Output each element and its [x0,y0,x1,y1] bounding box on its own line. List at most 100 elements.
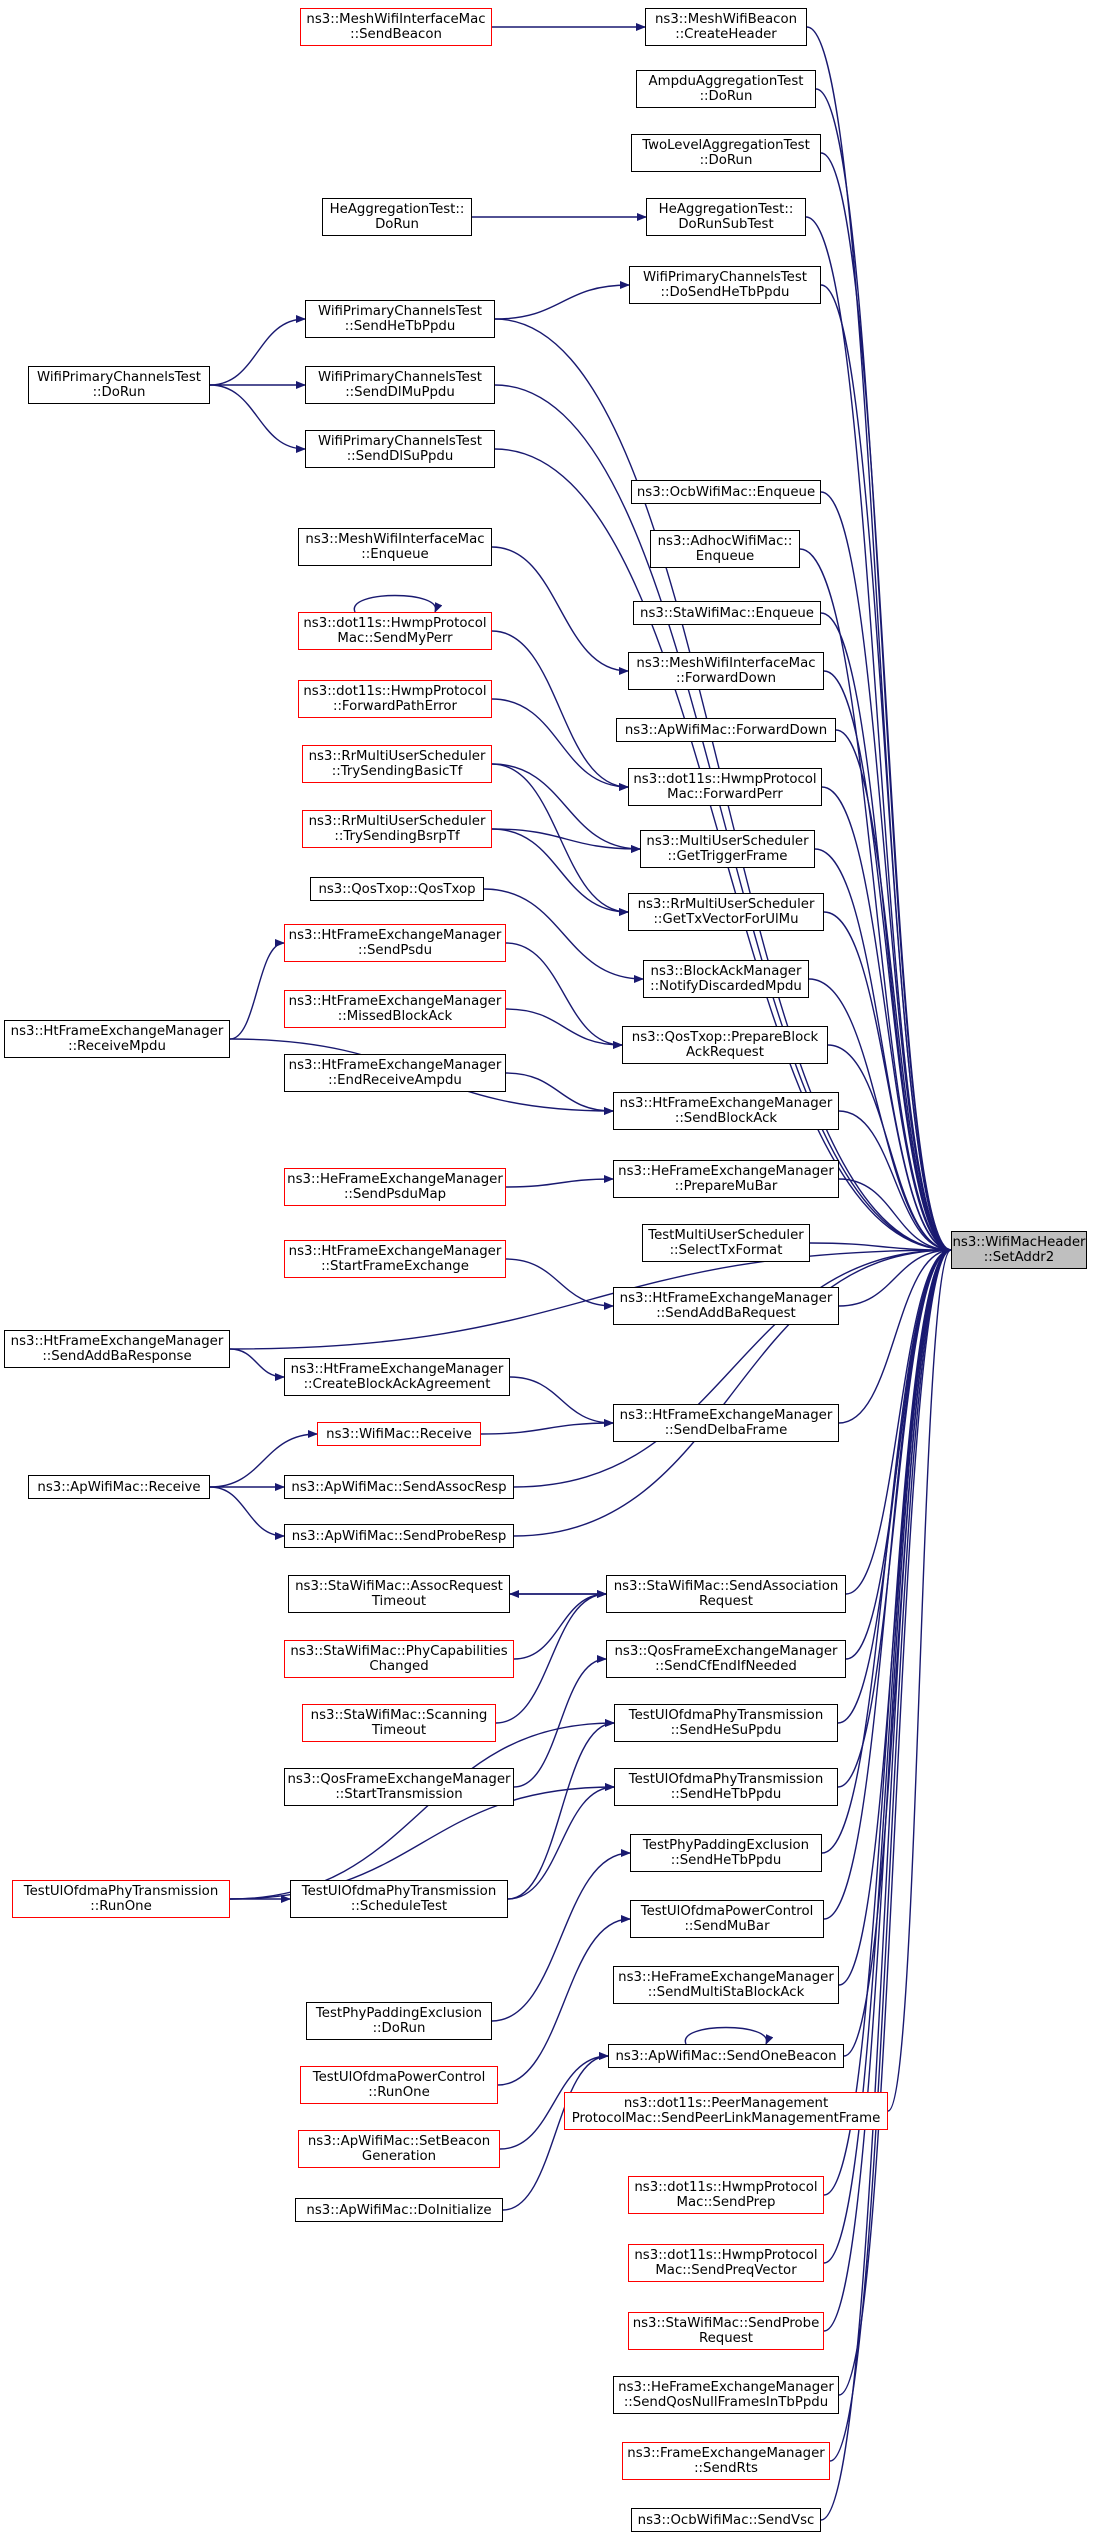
root-node[interactable]: ns3::WifiMacHeader::SetAddr2 [951,1231,1087,1269]
node-label: ns3::MeshWifiInterfaceMac [305,532,485,547]
graph-node[interactable]: ns3::MeshWifiBeacon::CreateHeader [645,8,807,46]
graph-node[interactable]: ns3::HeFrameExchangeManager::SendMultiSt… [613,1966,839,2004]
graph-node[interactable]: TestPhyPaddingExclusion::DoRun [306,2002,492,2040]
graph-node[interactable]: ns3::ApWifiMac::ForwardDown [616,718,836,742]
graph-node[interactable]: ns3::HtFrameExchangeManager::ReceiveMpdu [4,1020,230,1058]
graph-node[interactable]: ns3::FrameExchangeManager::SendRts [622,2442,830,2480]
node-label: ::SendDelbaFrame [664,1423,788,1438]
graph-node[interactable]: ns3::OcbWifiMac::Enqueue [631,480,821,504]
call-edge [820,284,952,1254]
graph-node[interactable]: ns3::HtFrameExchangeManager::CreateBlock… [284,1358,510,1396]
graph-node[interactable]: ns3::MeshWifiInterfaceMac::Enqueue [298,528,492,566]
node-label: ns3::dot11s::HwmpProtocol [634,2180,818,2195]
node-label: ::MissedBlockAck [337,1009,453,1024]
graph-node[interactable]: ns3::HtFrameExchangeManager::SendDelbaFr… [613,1404,839,1442]
call-edge [229,1246,952,1350]
graph-node[interactable]: TestUlOfdmaPhyTransmission::RunOne [12,1880,230,1918]
graph-node[interactable]: ns3::StaWifiMac::Enqueue [633,601,821,625]
call-edge [507,1783,615,1900]
graph-node[interactable]: HeAggregationTest::DoRunSubTest [646,198,806,236]
node-label: ns3::MeshWifiInterfaceMac [636,656,816,671]
graph-node[interactable]: ns3::MeshWifiInterfaceMac::SendBeacon [300,8,492,46]
graph-node[interactable]: ns3::MultiUserScheduler::GetTriggerFrame [640,830,815,868]
node-label: ::TrySendingBasicTf [331,764,463,779]
graph-node[interactable]: ns3::HtFrameExchangeManager::MissedBlock… [284,990,506,1028]
graph-node[interactable]: ns3::dot11s::HwmpProtocol::ForwardPathEr… [298,680,492,718]
graph-node[interactable]: ns3::ApWifiMac::SendProbeResp [284,1524,514,1548]
graph-node[interactable]: ns3::HtFrameExchangeManager::SendBlockAc… [613,1092,839,1130]
graph-node[interactable]: ns3::HtFrameExchangeManager::EndReceiveA… [284,1054,506,1092]
node-label: TestUlOfdmaPowerControl [312,2070,486,2085]
node-label: ns3::StaWifiMac::SendProbe [632,2316,820,2331]
graph-node[interactable]: ns3::MeshWifiInterfaceMac::ForwardDown [628,652,824,690]
graph-node[interactable]: TestUlOfdmaPhyTransmission::ScheduleTest [290,1880,508,1918]
graph-node[interactable]: AmpduAggregationTest::DoRun [636,70,816,108]
graph-node[interactable]: ns3::HeFrameExchangeManager::SendPsduMap [284,1168,506,1206]
node-label: ns3::ApWifiMac::SendProbeResp [291,1528,507,1544]
call-edge [494,281,630,320]
graph-node[interactable]: ns3::HeFrameExchangeManager::SendQosNull… [613,2376,839,2414]
graph-node[interactable]: ns3::QosFrameExchangeManager::StartTrans… [284,1768,514,1806]
graph-node[interactable]: TestUlOfdmaPhyTransmission::SendHeTbPpdu [614,1768,838,1806]
graph-node[interactable]: TestUlOfdmaPowerControl::RunOne [300,2066,498,2104]
graph-node[interactable]: WifiPrimaryChannelsTest::DoRun [28,366,210,404]
node-label: ns3::HeFrameExchangeManager [287,1172,503,1187]
graph-node[interactable]: TestUlOfdmaPowerControl::SendMuBar [630,1900,824,1938]
graph-node[interactable]: ns3::RrMultiUserScheduler::TrySendingBsr… [302,810,492,848]
node-label: TestMultiUserScheduler [648,1228,804,1243]
call-edge [353,594,443,613]
graph-node[interactable]: ns3::RrMultiUserScheduler::GetTxVectorFo… [628,893,824,931]
graph-node[interactable]: ns3::ApWifiMac::SendOneBeacon [608,2044,844,2068]
node-label: WifiPrimaryChannelsTest [317,434,482,449]
graph-node[interactable]: ns3::ApWifiMac::SendAssocResp [284,1475,514,1499]
graph-node[interactable]: ns3::ApWifiMac::Receive [28,1475,210,1499]
call-edge [823,1246,952,2264]
call-edge [838,1178,952,1254]
graph-node[interactable]: WifiPrimaryChannelsTest::SendDlMuPpdu [305,366,495,404]
graph-node[interactable]: ns3::QosTxop::QosTxop [310,877,484,901]
graph-node[interactable]: ns3::HtFrameExchangeManager::StartFrameE… [284,1240,506,1278]
graph-node[interactable]: ns3::HtFrameExchangeManager::SendAddBaRe… [613,1287,839,1325]
node-label: ::SendDlSuPpdu [346,449,454,464]
graph-node[interactable]: ns3::ApWifiMac::DoInitialize [295,2198,503,2222]
graph-node[interactable]: WifiPrimaryChannelsTest::DoSendHeTbPpdu [629,266,821,304]
graph-node[interactable]: ns3::RrMultiUserScheduler::TrySendingBas… [302,745,492,783]
node-label: ns3::HtFrameExchangeManager [619,1408,833,1423]
graph-node[interactable]: TwoLevelAggregationTest::DoRun [631,134,821,172]
graph-node[interactable]: TestMultiUserScheduler::SelectTxFormat [642,1224,810,1262]
call-edge [491,630,629,791]
graph-node[interactable]: WifiPrimaryChannelsTest::SendHeTbPpdu [305,300,495,338]
node-label: ::NotifyDiscardedMpdu [650,979,802,994]
graph-node[interactable]: ns3::AdhocWifiMac::Enqueue [650,530,800,568]
node-label: TestPhyPaddingExclusion [315,2006,483,2021]
graph-node[interactable]: ns3::WifiMac::Receive [317,1422,481,1446]
call-edge [502,2052,609,2211]
graph-node[interactable]: ns3::HeFrameExchangeManager::PrepareMuBa… [613,1160,839,1198]
call-edge [827,1044,952,1254]
graph-node[interactable]: ns3::HtFrameExchangeManager::SendPsdu [284,924,506,962]
graph-node[interactable]: ns3::QosFrameExchangeManager::SendCfEndI… [606,1640,846,1678]
node-label: TestUlOfdmaPhyTransmission [23,1884,219,1899]
node-label: DoRunSubTest [678,217,774,232]
graph-node[interactable]: HeAggregationTest::DoRun [322,198,472,236]
graph-node[interactable]: TestPhyPaddingExclusion::SendHeTbPpdu [630,1834,822,1872]
graph-node[interactable]: ns3::BlockAckManager::NotifyDiscardedMpd… [643,960,809,998]
graph-node[interactable]: ns3::OcbWifiMac::SendVsc [631,2508,821,2532]
call-edge [820,152,952,1254]
graph-node[interactable]: WifiPrimaryChannelsTest::SendDlSuPpdu [305,430,495,468]
node-label: ns3::StaWifiMac::PhyCapabilities [290,1644,508,1659]
graph-node[interactable]: TestUlOfdmaPhyTransmission::SendHeSuPpdu [614,1704,838,1742]
graph-node[interactable]: ns3::HtFrameExchangeManager::SendAddBaRe… [4,1330,230,1368]
